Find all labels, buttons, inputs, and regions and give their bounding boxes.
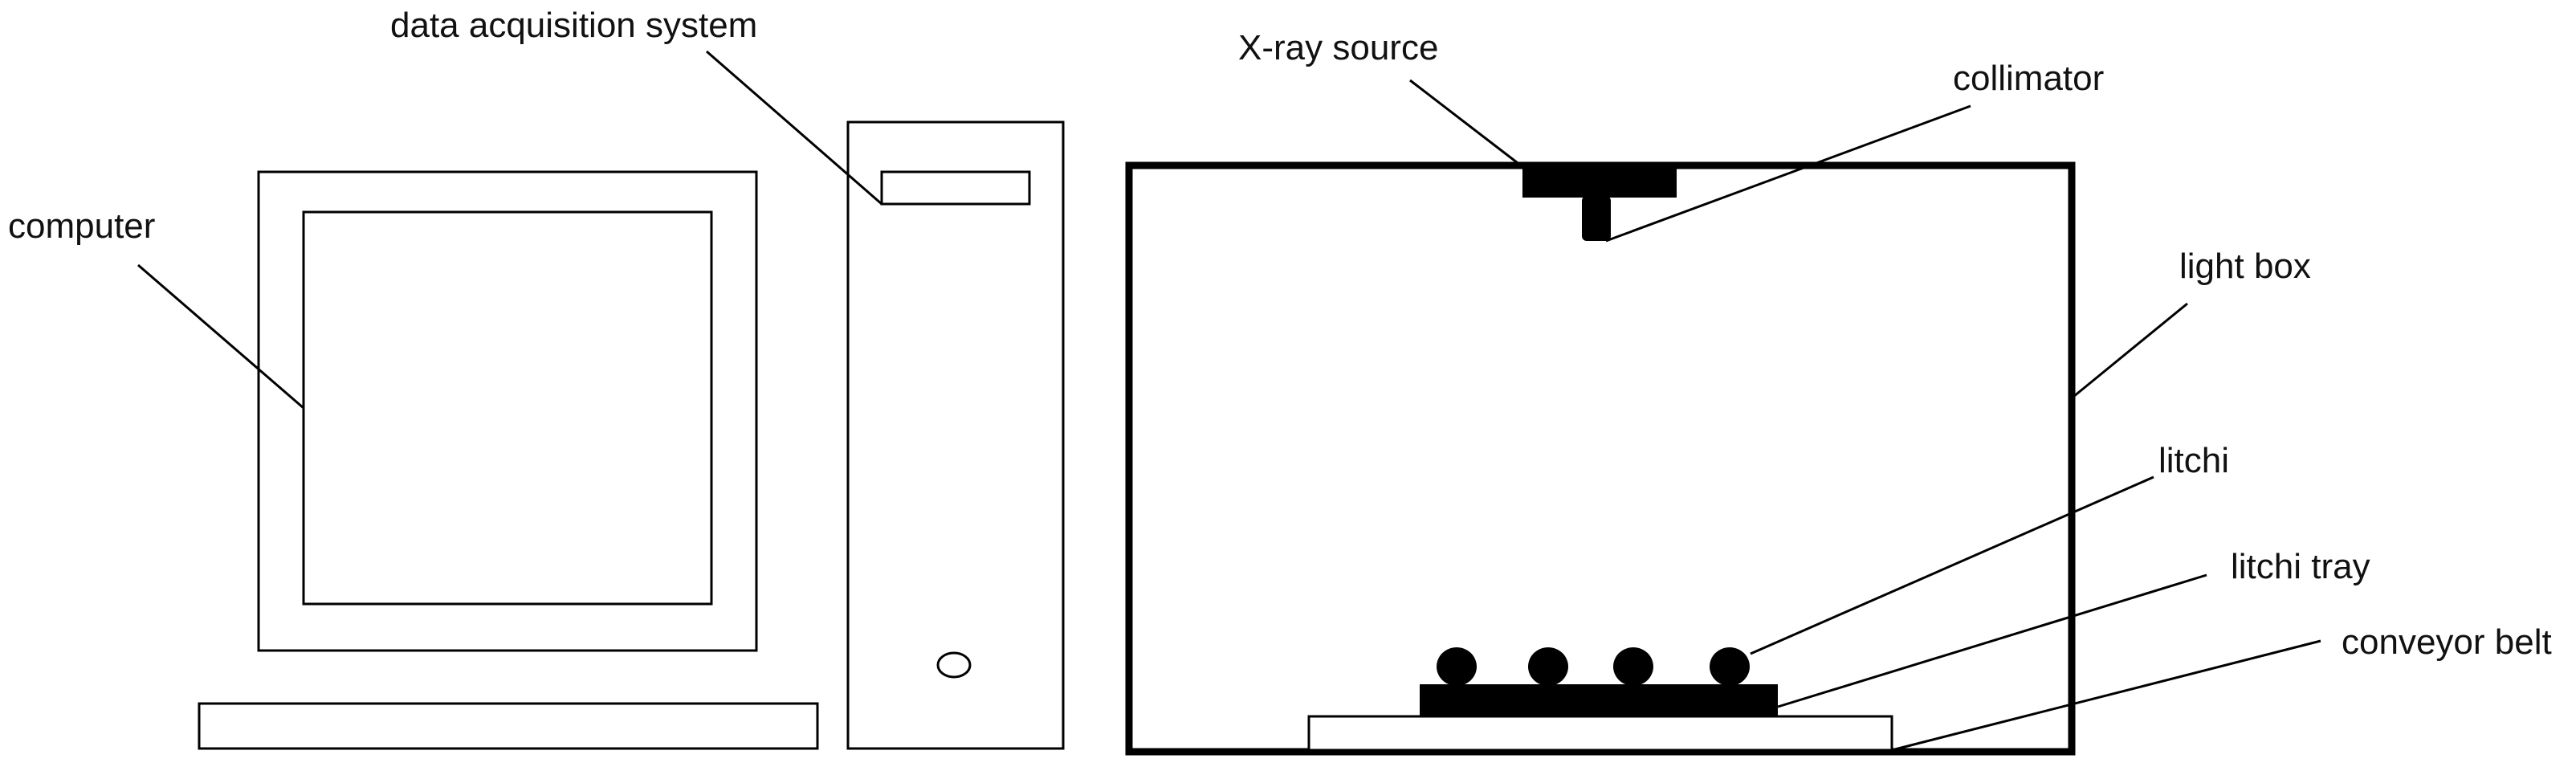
label-data-acquisition: data acquisition system (390, 6, 757, 45)
conveyor-belt (1307, 715, 1893, 752)
label-xray-source: X-ray source (1238, 28, 1438, 67)
litchi (1528, 647, 1568, 686)
tower-power-button (936, 651, 972, 679)
leader-lines (137, 50, 2321, 752)
leader-computer (137, 263, 304, 410)
tower-drive-slot (880, 170, 1031, 206)
label-light-box: light box (2179, 247, 2311, 286)
label-litchi-tray: litchi tray (2231, 547, 2370, 586)
label-conveyor-belt: conveyor belt (2342, 622, 2552, 662)
label-computer: computer (8, 206, 155, 246)
litchi (1437, 647, 1477, 686)
keyboard (198, 702, 819, 750)
tower-case (846, 120, 1065, 750)
collimator (1582, 196, 1611, 241)
leader-xray-source (1409, 79, 1522, 167)
label-collimator: collimator (1953, 59, 2104, 98)
leader-data-acquisition (706, 50, 882, 206)
light-box (1125, 161, 2076, 756)
leader-litchi-tray (1777, 573, 2207, 708)
label-litchi: litchi (2158, 441, 2229, 480)
leader-conveyor-belt (1891, 639, 2321, 752)
litchi-group (1437, 647, 1750, 686)
leader-light-box (2073, 302, 2188, 398)
litchi (1613, 647, 1653, 686)
data-acquisition-tower (846, 120, 1065, 750)
litchi-tray (1420, 684, 1778, 716)
litchi (1710, 647, 1750, 686)
monitor-screen (302, 210, 713, 606)
leader-collimator (1605, 104, 1971, 243)
computer-monitor (257, 170, 758, 652)
leader-litchi (1750, 475, 2154, 655)
xray-source (1522, 165, 1677, 198)
